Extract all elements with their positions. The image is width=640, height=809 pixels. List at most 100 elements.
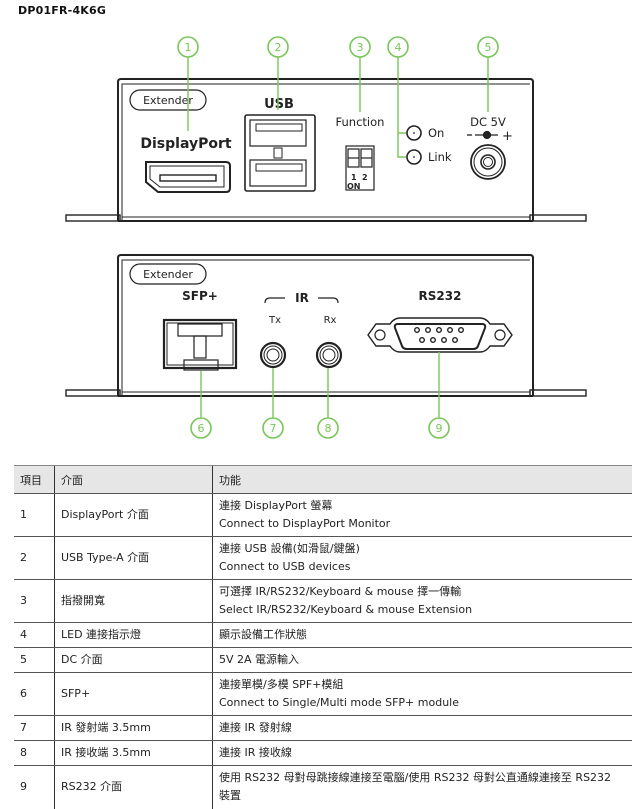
function-description: 連接 DisplayPort 螢幕 Connect to DisplayPort… — [212, 493, 632, 537]
function-zh: 連接 USB 設備(如滑鼠/鍵盤) — [219, 542, 360, 555]
svg-text:9: 9 — [436, 422, 443, 435]
header-function: 功能 — [212, 465, 632, 494]
function-description: 連接單模/多模 SPF+模組 Connect to Single/Multi m… — [212, 672, 632, 716]
function-description: 5V 2A 電源輸入 — [212, 647, 632, 673]
mounting-flange-right — [529, 214, 587, 222]
interface-name: 指撥開寬 — [54, 579, 213, 623]
dip-number-2: 2 — [362, 173, 368, 182]
callout-7: 7 — [262, 417, 284, 439]
extender-badge-rear-label: Extender — [143, 268, 193, 281]
dip-on-label: ON — [347, 182, 361, 191]
function-en: Connect to Single/Multi mode SFP+ module — [219, 696, 459, 709]
rear-enclosure — [117, 254, 534, 397]
function-en: Connect to DisplayPort Monitor — [219, 517, 391, 530]
svg-text:4: 4 — [395, 41, 402, 54]
function-zh: 連接 DisplayPort 螢幕 — [219, 499, 333, 512]
item-number: 7 — [14, 715, 55, 741]
item-number: 8 — [14, 740, 55, 766]
table-row: 6 SFP+ 連接單模/多模 SPF+模組 Connect to Single/… — [14, 672, 632, 716]
interface-name: DisplayPort 介面 — [54, 493, 213, 537]
item-number: 9 — [20, 780, 27, 794]
callout-8: 8 — [317, 417, 339, 439]
item-number: 1 — [14, 493, 55, 537]
function-zh: 使用 RS232 母對母跳接線連接至電腦/使用 RS232 母對公直通線連接至 … — [219, 771, 612, 785]
callout-3: 3 — [349, 36, 371, 58]
led-on-indicator-icon — [406, 125, 422, 141]
mounting-flange-right-rear — [529, 389, 587, 397]
callout-1: 1 — [177, 36, 199, 58]
extender-badge-label: Extender — [143, 94, 193, 107]
function-zh: 可選擇 IR/RS232/Keyboard & mouse 擇一傳輸 — [219, 585, 462, 598]
interface-name: SFP+ — [54, 672, 213, 716]
function-zh: 連接單模/多模 SPF+模組 — [219, 678, 344, 691]
rs232-label: RS232 — [419, 289, 462, 303]
svg-text:1: 1 — [185, 41, 192, 54]
dc-power-jack-icon — [470, 144, 506, 180]
callout-leaders-rear — [200, 352, 440, 418]
function-description: 連接 IR 接收線 — [212, 740, 632, 766]
item-number: 6 — [14, 672, 55, 716]
svg-text:2: 2 — [275, 41, 282, 54]
callout-6: 6 — [190, 417, 212, 439]
item-number: 5 — [14, 647, 55, 673]
extender-badge-rear — [129, 263, 207, 285]
table-row: 3 指撥開寬 可選擇 IR/RS232/Keyboard & mouse 擇一傳… — [14, 579, 632, 623]
displayport-label: DisplayPort — [140, 136, 231, 152]
function-zh-cont: 裝置 — [219, 789, 241, 803]
function-en: Select IR/RS232/Keyboard & mouse Extensi… — [219, 603, 473, 616]
table-row: 9 RS232 介面 使用 RS232 母對母跳接線連接至電腦/使用 RS232… — [14, 765, 632, 809]
svg-text:7: 7 — [270, 422, 277, 435]
item-number: 3 — [14, 579, 55, 623]
header-item: 項目 — [14, 465, 55, 494]
led-link-indicator-icon — [406, 149, 422, 165]
interface-name: LED 連接指示燈 — [54, 622, 213, 648]
table-row: 5 DC 介面 5V 2A 電源輸入 — [14, 647, 632, 673]
ir-tx-jack-icon — [259, 341, 287, 369]
ir-rx-label: Rx — [324, 315, 337, 326]
rear-panel-diagram: Extender SFP+ IR Tx Rx RS232 — [65, 254, 587, 439]
function-description: 連接 USB 設備(如滑鼠/鍵盤) Connect to USB devices — [212, 536, 632, 580]
svg-text:5: 5 — [485, 41, 492, 54]
function-description: 連接 IR 發射線 — [212, 715, 632, 741]
function-label: Function — [336, 115, 385, 129]
mounting-flange-left — [65, 214, 121, 222]
callout-leaders-front — [187, 57, 489, 158]
item-number: 2 — [14, 536, 55, 580]
usb-dual-port-icon — [244, 114, 316, 192]
interface-name: DC 介面 — [54, 647, 213, 673]
led-on-label: On — [428, 126, 444, 140]
table-row: 1 DisplayPort 介面 連接 DisplayPort 螢幕 Conne… — [14, 493, 632, 537]
usb-label: USB — [264, 97, 294, 112]
ir-bracket-icon — [264, 297, 339, 304]
displayport-connector-icon — [145, 161, 231, 193]
interface-name: RS232 介面 — [54, 765, 213, 809]
function-description: 使用 RS232 母對母跳接線連接至電腦/使用 RS232 母對公直通線連接至 … — [212, 765, 632, 809]
callout-2: 2 — [267, 36, 289, 58]
function-description: 可選擇 IR/RS232/Keyboard & mouse 擇一傳輸 Selec… — [212, 579, 632, 623]
dc-polarity-plus: + — [502, 129, 513, 144]
callout-9: 9 — [428, 417, 450, 439]
header-interface: 介面 — [54, 465, 213, 494]
led-link-label: Link — [428, 150, 452, 164]
table-header-row: 項目 介面 功能 — [14, 465, 632, 494]
extender-badge — [129, 89, 207, 111]
table-row: 4 LED 連接指示燈 顯示設備工作狀態 — [14, 622, 632, 648]
ir-tx-label: Tx — [268, 315, 281, 326]
function-description: 顯示設備工作狀態 — [212, 622, 632, 648]
svg-text:8: 8 — [325, 422, 332, 435]
item-number: 4 — [14, 622, 55, 648]
interface-name: USB Type-A 介面 — [54, 536, 213, 580]
table-row: 2 USB Type-A 介面 連接 USB 設備(如滑鼠/鍵盤) Connec… — [14, 536, 632, 580]
front-enclosure — [117, 78, 534, 222]
mounting-flange-left-rear — [65, 389, 121, 397]
table-row: 8 IR 接收端 3.5mm 連接 IR 接收線 — [14, 740, 632, 766]
interface-name: IR 發射端 3.5mm — [54, 715, 213, 741]
function-en: Connect to USB devices — [219, 560, 351, 573]
model-number: DP01FR-4K6G — [18, 4, 107, 17]
svg-text:3: 3 — [357, 41, 364, 54]
sfp-label: SFP+ — [182, 289, 218, 303]
table-row: 7 IR 發射端 3.5mm 連接 IR 發射線 — [14, 715, 632, 741]
dip-switch-icon — [345, 145, 375, 191]
ir-rx-jack-icon — [315, 341, 343, 369]
interface-name: IR 接收端 3.5mm — [54, 740, 213, 766]
